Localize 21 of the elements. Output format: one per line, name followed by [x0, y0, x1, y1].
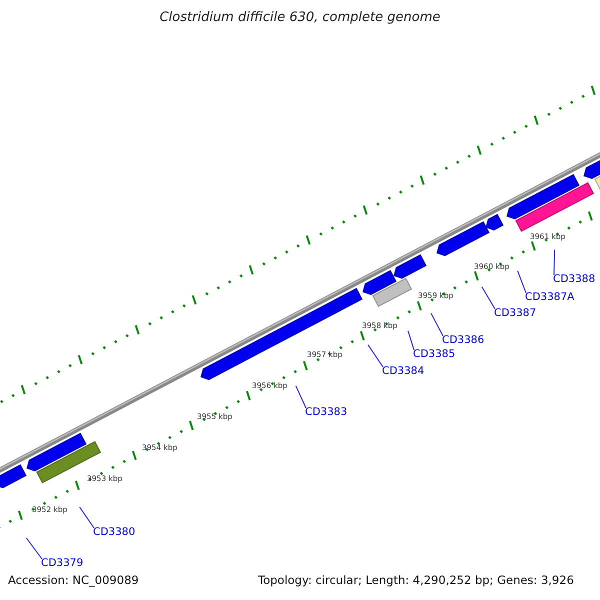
leader-line [368, 344, 384, 368]
gene-label: CD3387A [525, 291, 574, 304]
leader-line [554, 249, 556, 276]
gene-label: CD3384 [382, 365, 424, 378]
leader-line [430, 312, 444, 336]
footer-text: Topology: circular; Length: 4,290,252 bp; Genes: 3,926 [258, 574, 574, 588]
gene-label: CD3385 [413, 348, 456, 361]
gene-label: CD3387 [494, 307, 536, 320]
title: Clostridium difficile 630, complete genome [158, 10, 442, 26]
leader-line [26, 538, 42, 560]
gene-label: CD3379 [41, 557, 84, 570]
leader-line [295, 385, 306, 408]
gene-label: CD3388 [553, 273, 596, 286]
leader-line [517, 270, 526, 294]
leader-line [79, 506, 94, 528]
leader-line [408, 330, 414, 350]
gene-label: CD3386 [442, 334, 484, 347]
gene-label: CD3383 [305, 406, 348, 419]
footer-text: Accession: NC_009089 [8, 574, 139, 588]
leader-line [481, 286, 496, 310]
gene-label: CD3380 [93, 526, 136, 539]
